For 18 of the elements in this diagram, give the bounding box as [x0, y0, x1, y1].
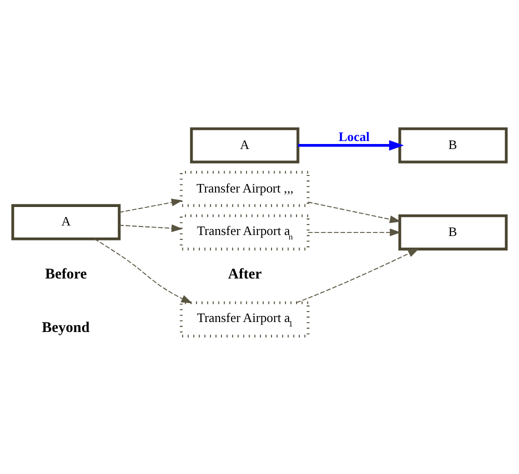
- edge-label: Local: [338, 128, 370, 144]
- label: After: [228, 266, 262, 282]
- arrow: [308, 228, 401, 236]
- node-box: Transfer Airport a$_{n}$: [180, 214, 310, 250]
- arrow: [298, 140, 404, 150]
- arrow: [94, 238, 192, 303]
- node-box: A: [11, 204, 121, 240]
- node-box: Transfer Airport a$_{1}$: [180, 300, 310, 337]
- node-box: B: [398, 214, 508, 250]
- arrow: [296, 248, 420, 303]
- label: Before: [45, 266, 87, 282]
- arrow: [308, 201, 401, 223]
- node-box: Transfer Airport ,,,: [180, 170, 310, 206]
- arrow: [118, 224, 183, 232]
- arrow: [118, 198, 183, 212]
- node-box: B: [398, 126, 508, 163]
- label: Beyond: [42, 320, 90, 336]
- node-box: A: [190, 126, 300, 163]
